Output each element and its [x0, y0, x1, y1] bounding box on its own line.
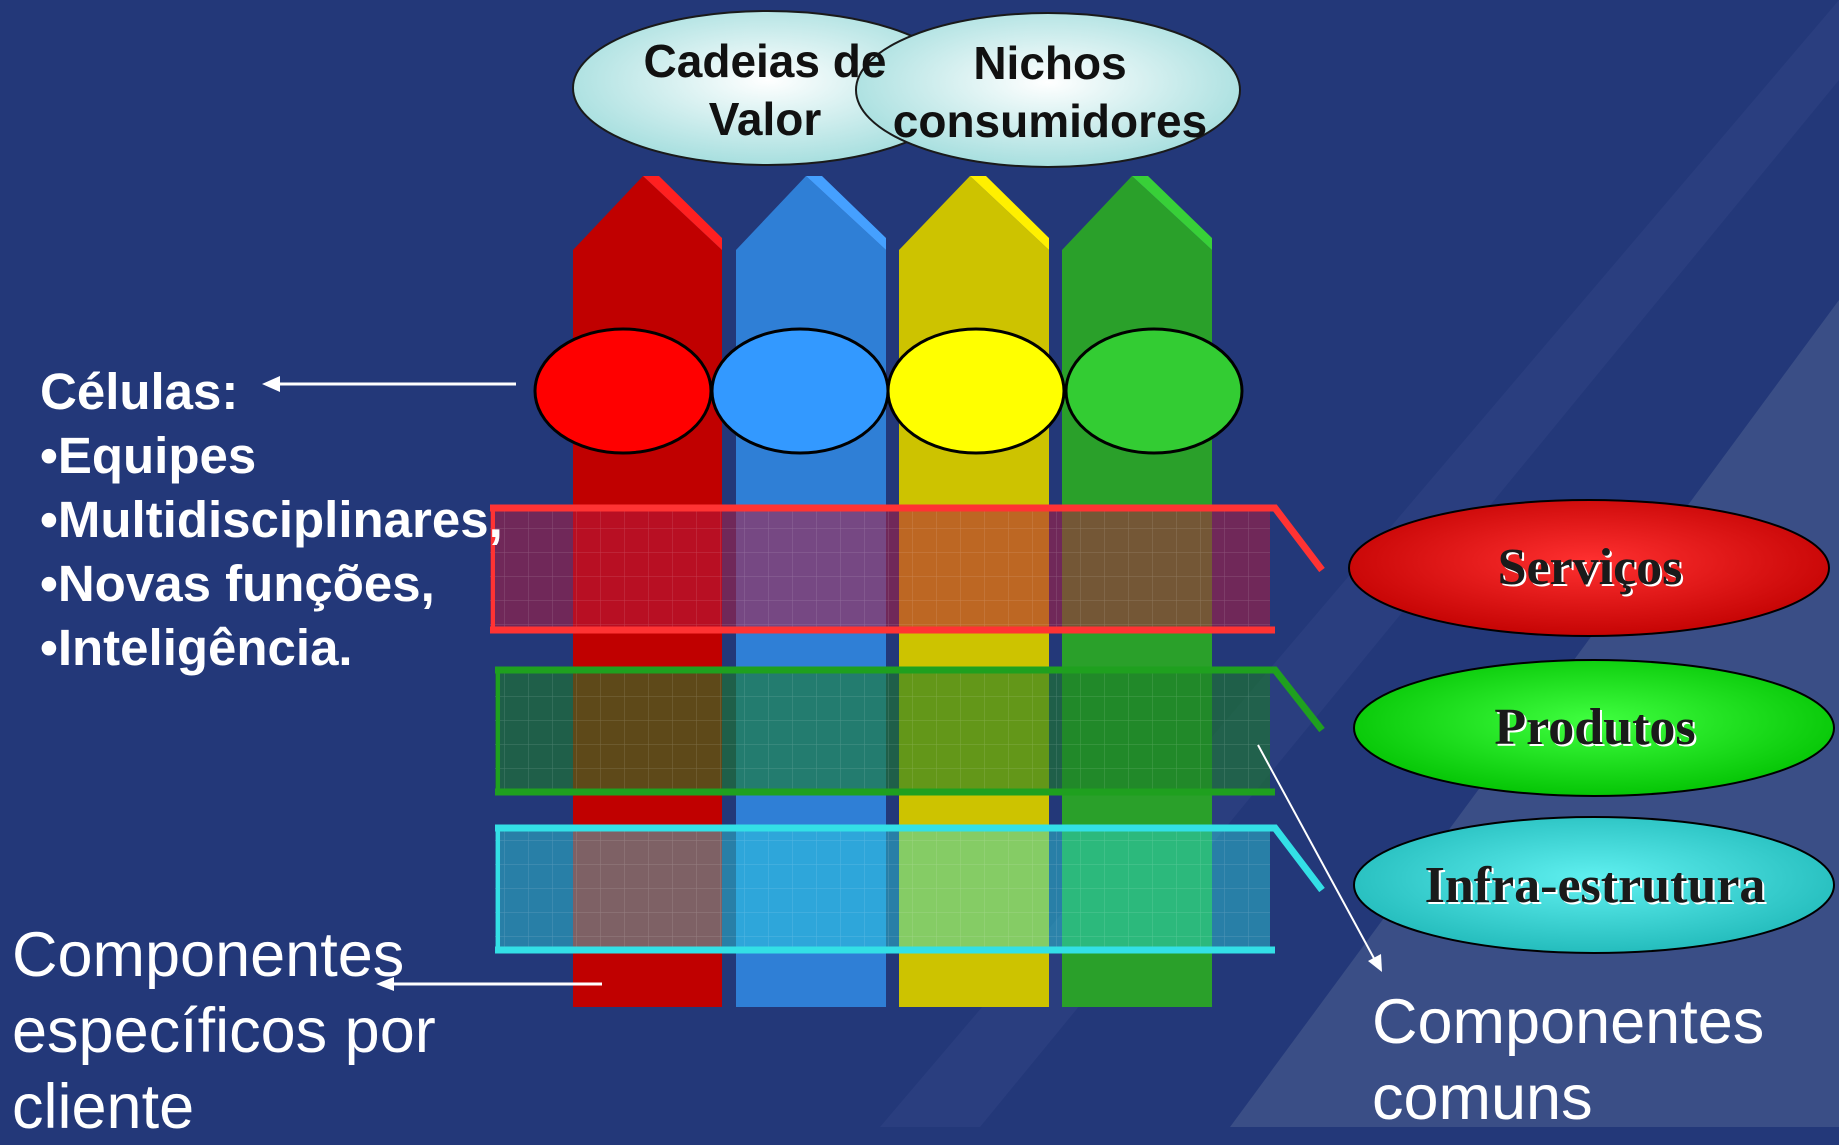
common-line-1: Componentes: [1372, 987, 1765, 1057]
cells-item: •Novas funções,: [40, 555, 435, 612]
specific-components-label: Componentes específicos por cliente: [12, 917, 436, 1145]
common-line-2: comuns: [1372, 1063, 1593, 1133]
arrow-to-cells-label: [262, 376, 516, 392]
cells-item: •Equipes: [40, 427, 257, 484]
nichos-line-2: consumidores: [892, 95, 1208, 147]
ellipse-nichos-label: Nichos consumidores: [870, 34, 1230, 150]
specific-line-3: cliente: [12, 1072, 195, 1142]
layer-slab-infra: [495, 824, 1325, 954]
cells-item: •Multidisciplinares,: [40, 491, 503, 548]
ellipse-valor-label: Cadeias de Valor: [600, 32, 930, 148]
layer-slab-servicos: [490, 504, 1325, 634]
oval-infra: [1353, 816, 1835, 954]
arrow-to-common-label: [1257, 744, 1382, 972]
ellipse-nichos: [855, 12, 1241, 168]
infra-label: Infra-estrutura: [1424, 857, 1766, 914]
arrow-to-specific-label: [376, 977, 602, 991]
valor-line-1: Cadeias de: [643, 35, 887, 87]
specific-line-1: Componentes: [12, 920, 405, 990]
cells-item: •Inteligência.: [40, 619, 353, 676]
layer-slab-produtos: [495, 666, 1325, 796]
cells-row: [533, 327, 1244, 455]
produtos-label: Produtos: [1494, 699, 1696, 756]
valor-line-2: Valor: [708, 93, 822, 145]
cell-yellow: [886, 327, 1066, 455]
oval-produtos: [1353, 659, 1835, 797]
cell-green: [1064, 327, 1244, 455]
cell-red: [533, 327, 713, 455]
nichos-line-1: Nichos: [973, 37, 1127, 89]
cells-title: Células:: [40, 363, 239, 420]
specific-line-2: específicos por: [12, 996, 436, 1066]
cell-blue: [710, 327, 890, 455]
servicos-label: Serviços: [1497, 539, 1683, 596]
cells-description: Células: •Equipes •Multidisciplinares, •…: [40, 360, 503, 680]
common-components-label: Componentes comuns: [1372, 984, 1764, 1136]
oval-servicos: [1348, 499, 1830, 637]
